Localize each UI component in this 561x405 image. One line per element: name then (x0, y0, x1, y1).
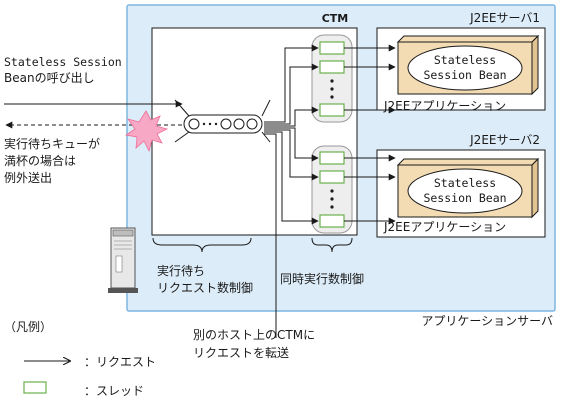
thread (319, 151, 345, 165)
j2ee-application-2-label: J2EEアプリケーション (383, 220, 506, 234)
queue-full-line3: 例外送出 (4, 170, 52, 185)
ellipsis-dot (330, 95, 334, 99)
j2ee-application-1-label: J2EEアプリケーション (383, 99, 506, 113)
queue-control-line2: リクエスト数制御 (157, 280, 253, 295)
ellipsis-dot (330, 205, 334, 209)
application-server-label: アプリケーションサーバ (421, 314, 553, 328)
ellipsis-dot (330, 79, 334, 83)
thread (319, 60, 345, 74)
forward-line2: リクエストを転送 (193, 345, 289, 360)
ellipsis-dot (330, 197, 334, 201)
j2ee-server-2-title: J2EEサーバ2 (469, 133, 540, 147)
legend-thread-swatch (23, 381, 47, 394)
thread-group-1 (311, 34, 353, 123)
legend-thread-label: ：スレッド (84, 384, 144, 398)
legend-title: （凡例） (4, 320, 52, 334)
incoming-call-line2: Beanの呼び出し (4, 71, 95, 85)
legend-request-label: ：リクエスト (84, 355, 156, 369)
bean-2-line1: Stateless (434, 176, 496, 190)
queue-full-line1: 実行待ちキューが (4, 136, 100, 151)
bean-2-line2: Session Bean (423, 191, 506, 205)
j2ee-server-1-title: J2EEサーバ1 (469, 11, 540, 25)
forward-line1: 別のホスト上のCTMに (193, 328, 315, 342)
dispatch-arrows (264, 44, 319, 338)
ellipsis-dot (330, 189, 334, 193)
thread (319, 214, 345, 228)
thread (319, 41, 345, 55)
stateless-session-bean-2 (407, 168, 523, 214)
ctm-label: CTM (322, 12, 349, 25)
bean-1-line1: Stateless (434, 53, 496, 67)
error-burst-icon (124, 110, 169, 153)
concurrency-control-label: 同時実行数制御 (280, 271, 364, 286)
server-tower-icon (108, 227, 138, 293)
thread (319, 170, 345, 184)
queue-full-line2: 満杯の場合は (4, 153, 76, 168)
bean-1-line2: Session Bean (423, 68, 506, 82)
incoming-call-line1: Stateless Session (4, 55, 122, 69)
bean-container-1: Stateless Session Bean (396, 34, 540, 96)
bean-container-2: Stateless Session Bean (396, 157, 540, 219)
queue-control-line1: 実行待ち (157, 263, 205, 278)
queue-control-brace (152, 237, 252, 253)
ellipsis-dot (330, 87, 334, 91)
thread (319, 103, 345, 117)
concurrency-brace (311, 237, 353, 253)
stateless-session-bean-1 (407, 45, 523, 91)
request-queue (174, 99, 271, 143)
